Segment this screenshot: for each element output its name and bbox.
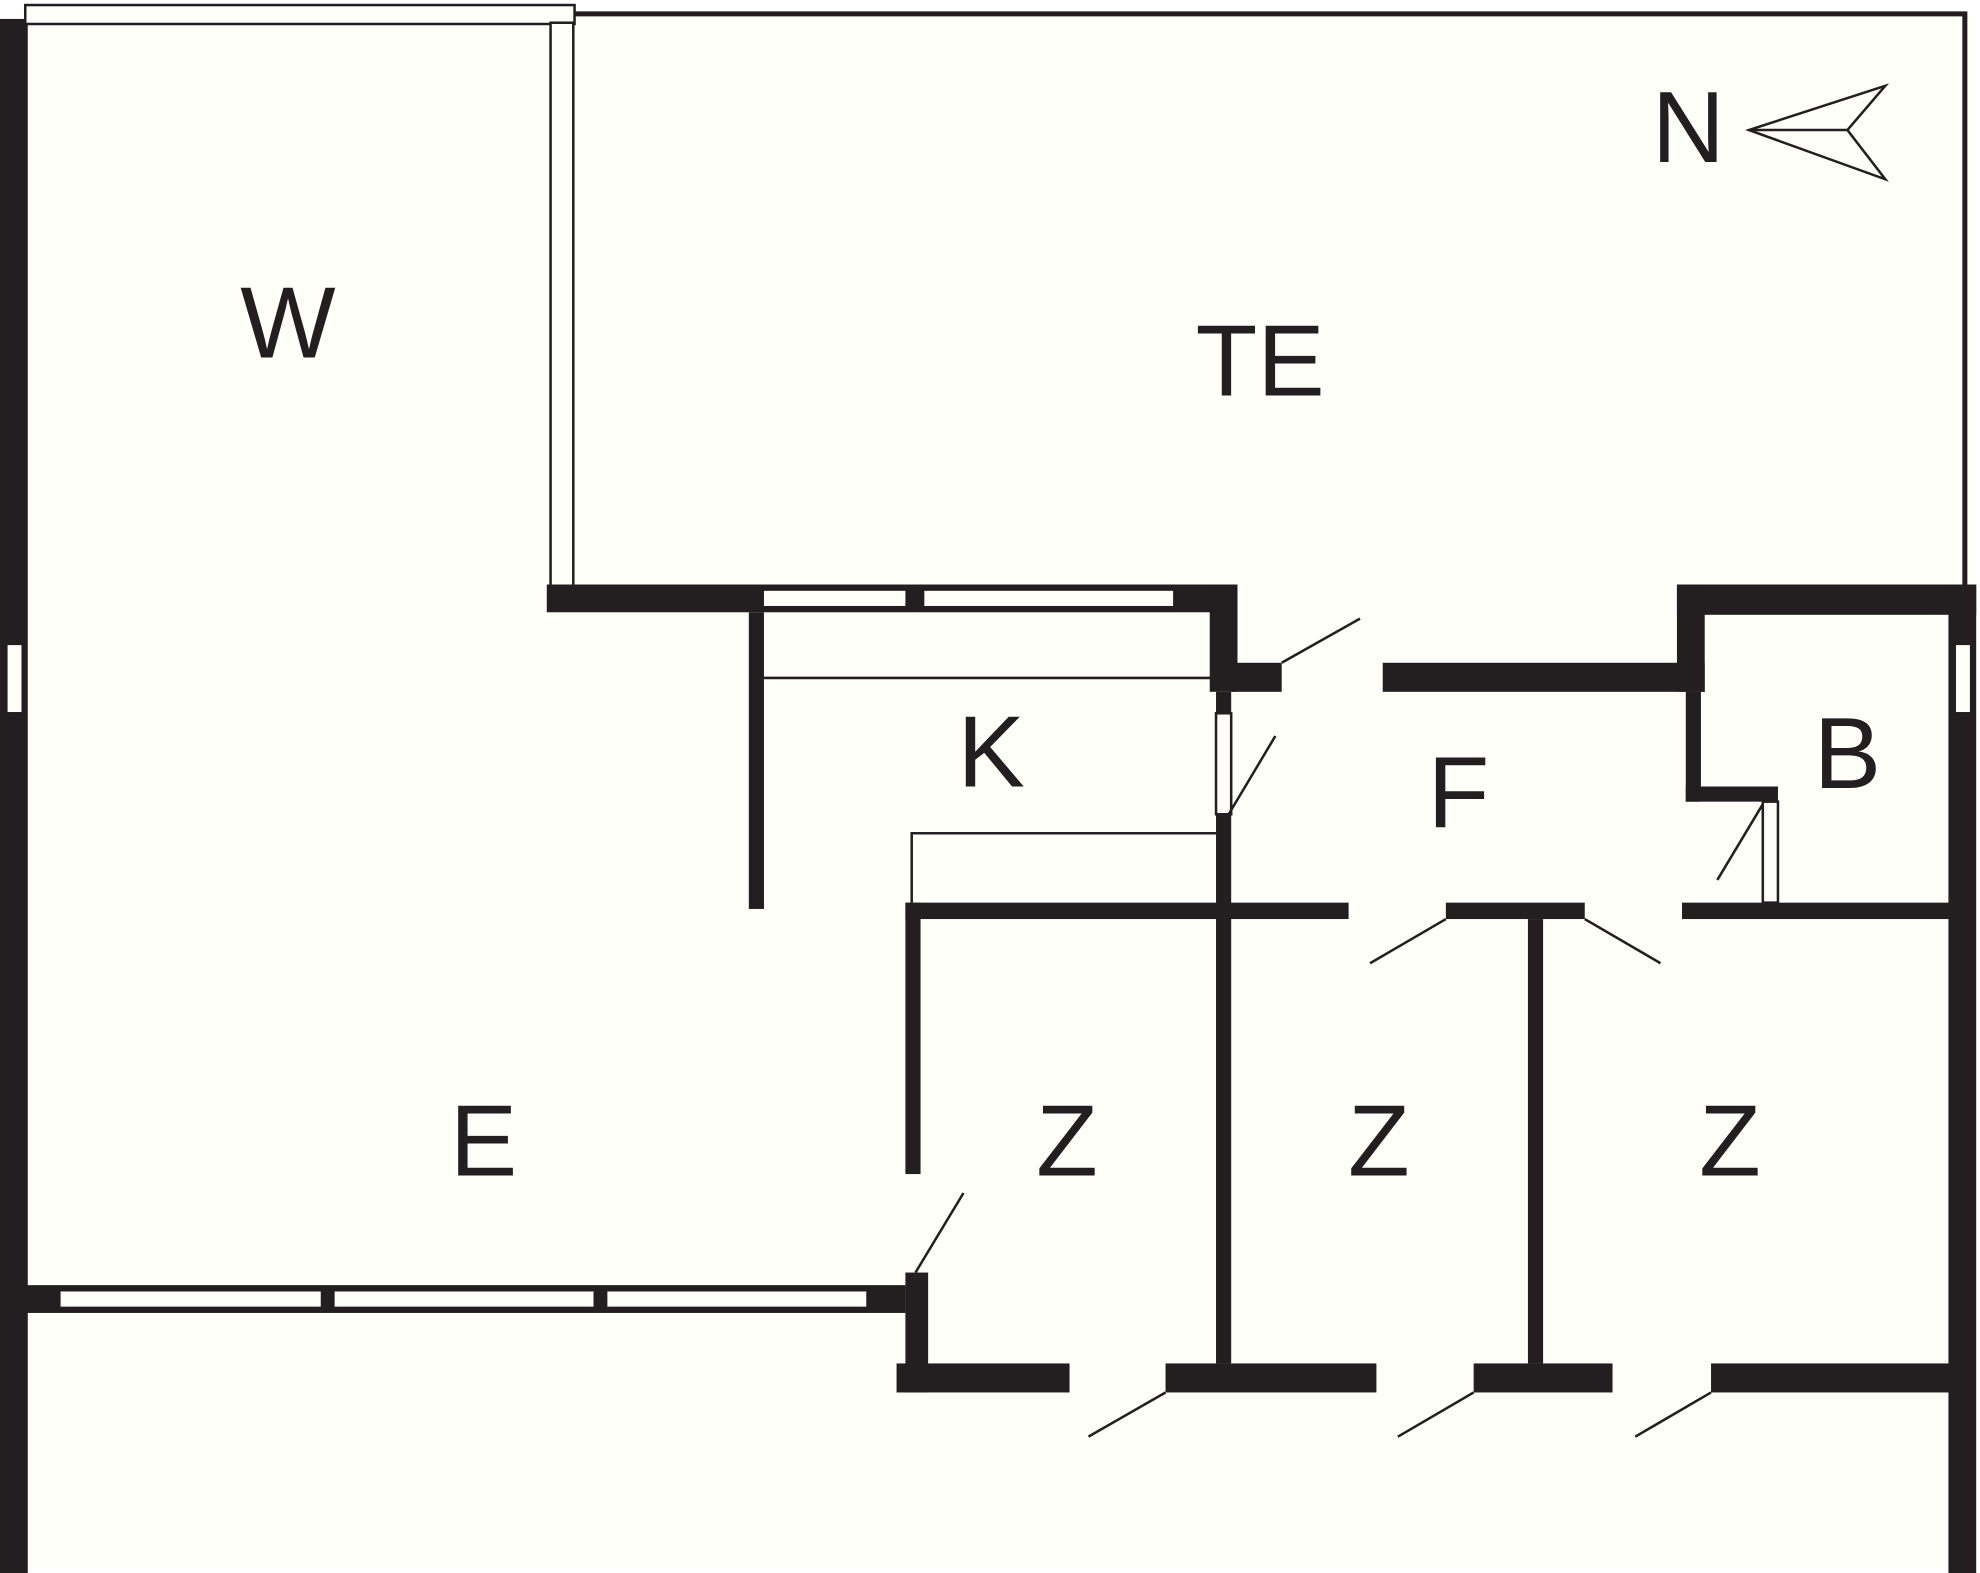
room-label-e: E <box>450 1086 517 1198</box>
room-label-f: F <box>1428 737 1490 849</box>
room-label-k: K <box>958 697 1025 809</box>
walls <box>0 3 1977 1573</box>
north-arrow-icon <box>1745 83 1890 182</box>
room-label-z3: Z <box>1699 1086 1761 1198</box>
room-label-z1: Z <box>1036 1086 1098 1198</box>
room-label-te: TE <box>1196 305 1325 417</box>
compass-label: N <box>1652 72 1725 184</box>
room-label-w: W <box>240 267 335 379</box>
room-label-b: B <box>1814 698 1881 810</box>
room-label-z2: Z <box>1348 1086 1410 1198</box>
